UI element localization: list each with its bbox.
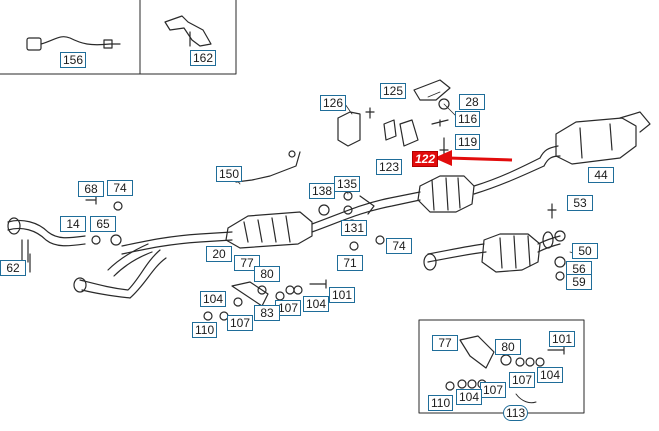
- callout-122-highlighted[interactable]: 122: [412, 151, 439, 167]
- callout-113-inset-id[interactable]: 113: [503, 405, 529, 421]
- main-exhaust-assembly: [7, 111, 651, 299]
- callout-101-inset[interactable]: 101: [549, 331, 576, 347]
- callout-83[interactable]: 83: [254, 305, 280, 321]
- callout-150[interactable]: 150: [216, 166, 243, 182]
- callout-44[interactable]: 44: [588, 167, 614, 183]
- lower-pipe-assembly: [423, 231, 561, 273]
- callout-74-top[interactable]: 74: [107, 180, 133, 196]
- callout-119[interactable]: 119: [455, 134, 481, 150]
- callout-20[interactable]: 20: [206, 246, 232, 262]
- callout-125[interactable]: 125: [380, 83, 407, 99]
- callout-68[interactable]: 68: [78, 181, 104, 197]
- callout-104-inset-left[interactable]: 104: [456, 389, 483, 405]
- callout-62[interactable]: 62: [0, 260, 26, 276]
- callout-110-inset[interactable]: 110: [428, 395, 454, 411]
- callout-123[interactable]: 123: [376, 159, 403, 175]
- callout-56[interactable]: 56: [566, 261, 592, 277]
- callout-77[interactable]: 77: [234, 255, 260, 271]
- callout-77-inset[interactable]: 77: [432, 335, 458, 351]
- callout-107-left[interactable]: 107: [227, 315, 254, 331]
- callout-28[interactable]: 28: [459, 94, 485, 110]
- callout-135[interactable]: 135: [334, 176, 361, 192]
- callout-138[interactable]: 138: [309, 183, 336, 199]
- callout-107-inset-left[interactable]: 107: [480, 382, 507, 398]
- inset-frame-bottom: [418, 319, 585, 414]
- callout-74-mid[interactable]: 74: [386, 238, 412, 254]
- callout-104-inset-right[interactable]: 104: [537, 367, 564, 383]
- callout-156[interactable]: 156: [60, 52, 87, 68]
- callout-104-right[interactable]: 104: [303, 296, 330, 312]
- callout-101[interactable]: 101: [329, 287, 356, 303]
- callout-126[interactable]: 126: [320, 95, 347, 111]
- callout-116[interactable]: 116: [455, 111, 481, 127]
- callout-131[interactable]: 131: [341, 220, 368, 236]
- callout-50[interactable]: 50: [572, 243, 598, 259]
- callout-104-left[interactable]: 104: [200, 291, 227, 307]
- callout-14[interactable]: 14: [60, 216, 86, 232]
- callout-71[interactable]: 71: [337, 255, 363, 271]
- callout-53[interactable]: 53: [567, 195, 593, 211]
- oxygen-sensor-cable-156: [26, 36, 121, 51]
- callout-162[interactable]: 162: [190, 50, 217, 66]
- inset-frame-top: [0, 0, 237, 75]
- callout-110[interactable]: 110: [192, 322, 218, 338]
- callout-80[interactable]: 80: [254, 266, 280, 282]
- bracket-162: [164, 15, 212, 47]
- hanger-hardware: [29, 79, 566, 321]
- callout-80-inset[interactable]: 80: [495, 339, 521, 355]
- highlight-arrow: [434, 150, 513, 166]
- callout-107-inset-right[interactable]: 107: [509, 372, 536, 388]
- callout-65[interactable]: 65: [90, 216, 116, 232]
- callout-59[interactable]: 59: [566, 274, 592, 290]
